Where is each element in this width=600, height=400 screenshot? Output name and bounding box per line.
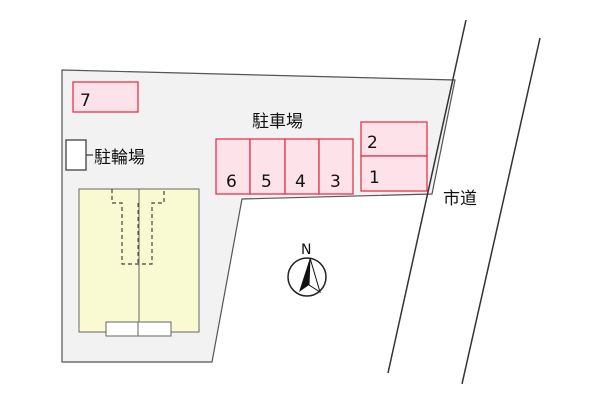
parking-space-1-label: 1	[369, 168, 380, 188]
road-edge-right	[461, 37, 541, 385]
parking-space-1	[360, 155, 428, 192]
parking-label: 駐車場	[252, 112, 303, 132]
parking-space-4-label: 4	[295, 172, 306, 192]
parking-space-6	[215, 138, 251, 195]
road-edge-left	[387, 19, 467, 374]
parking-space-4	[284, 138, 320, 195]
bicycle-parking-box	[65, 139, 87, 171]
parking-space-3	[318, 138, 354, 195]
parking-space-2-label: 2	[367, 133, 378, 153]
parking-space-7	[72, 81, 139, 113]
parking-space-6-label: 6	[226, 172, 237, 192]
parking-space-3-label: 3	[330, 172, 341, 192]
parking-space-5-label: 5	[261, 172, 272, 192]
north-label: N	[301, 242, 311, 258]
compass-icon: N	[287, 242, 327, 297]
parking-space-5	[249, 138, 286, 195]
bicycle-parking-label: 駐輪場	[94, 148, 145, 168]
parking-space-7-label: 7	[80, 91, 91, 111]
city-road-label: 市道	[443, 189, 477, 209]
building	[78, 188, 200, 337]
